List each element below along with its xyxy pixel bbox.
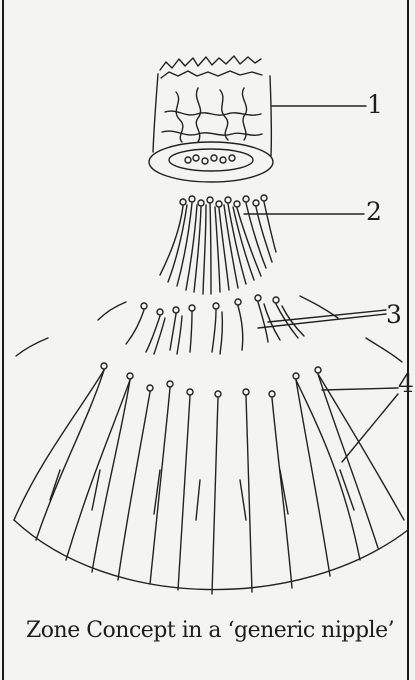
zone-label-4: 4 [398, 371, 414, 396]
figure-caption: Zone Concept in a ‘generic nipple’ [26, 620, 415, 642]
zone-1-cylinder [149, 56, 366, 182]
zone-label-2: 2 [366, 199, 382, 224]
zone-label-3: 3 [386, 302, 402, 327]
zone-2-duct-bundle [160, 195, 364, 294]
zone-label-1: 1 [367, 92, 383, 117]
leader-line-4a [322, 388, 398, 390]
zone-3-ductules [16, 295, 402, 362]
zone-4-duct-fan [14, 363, 408, 594]
